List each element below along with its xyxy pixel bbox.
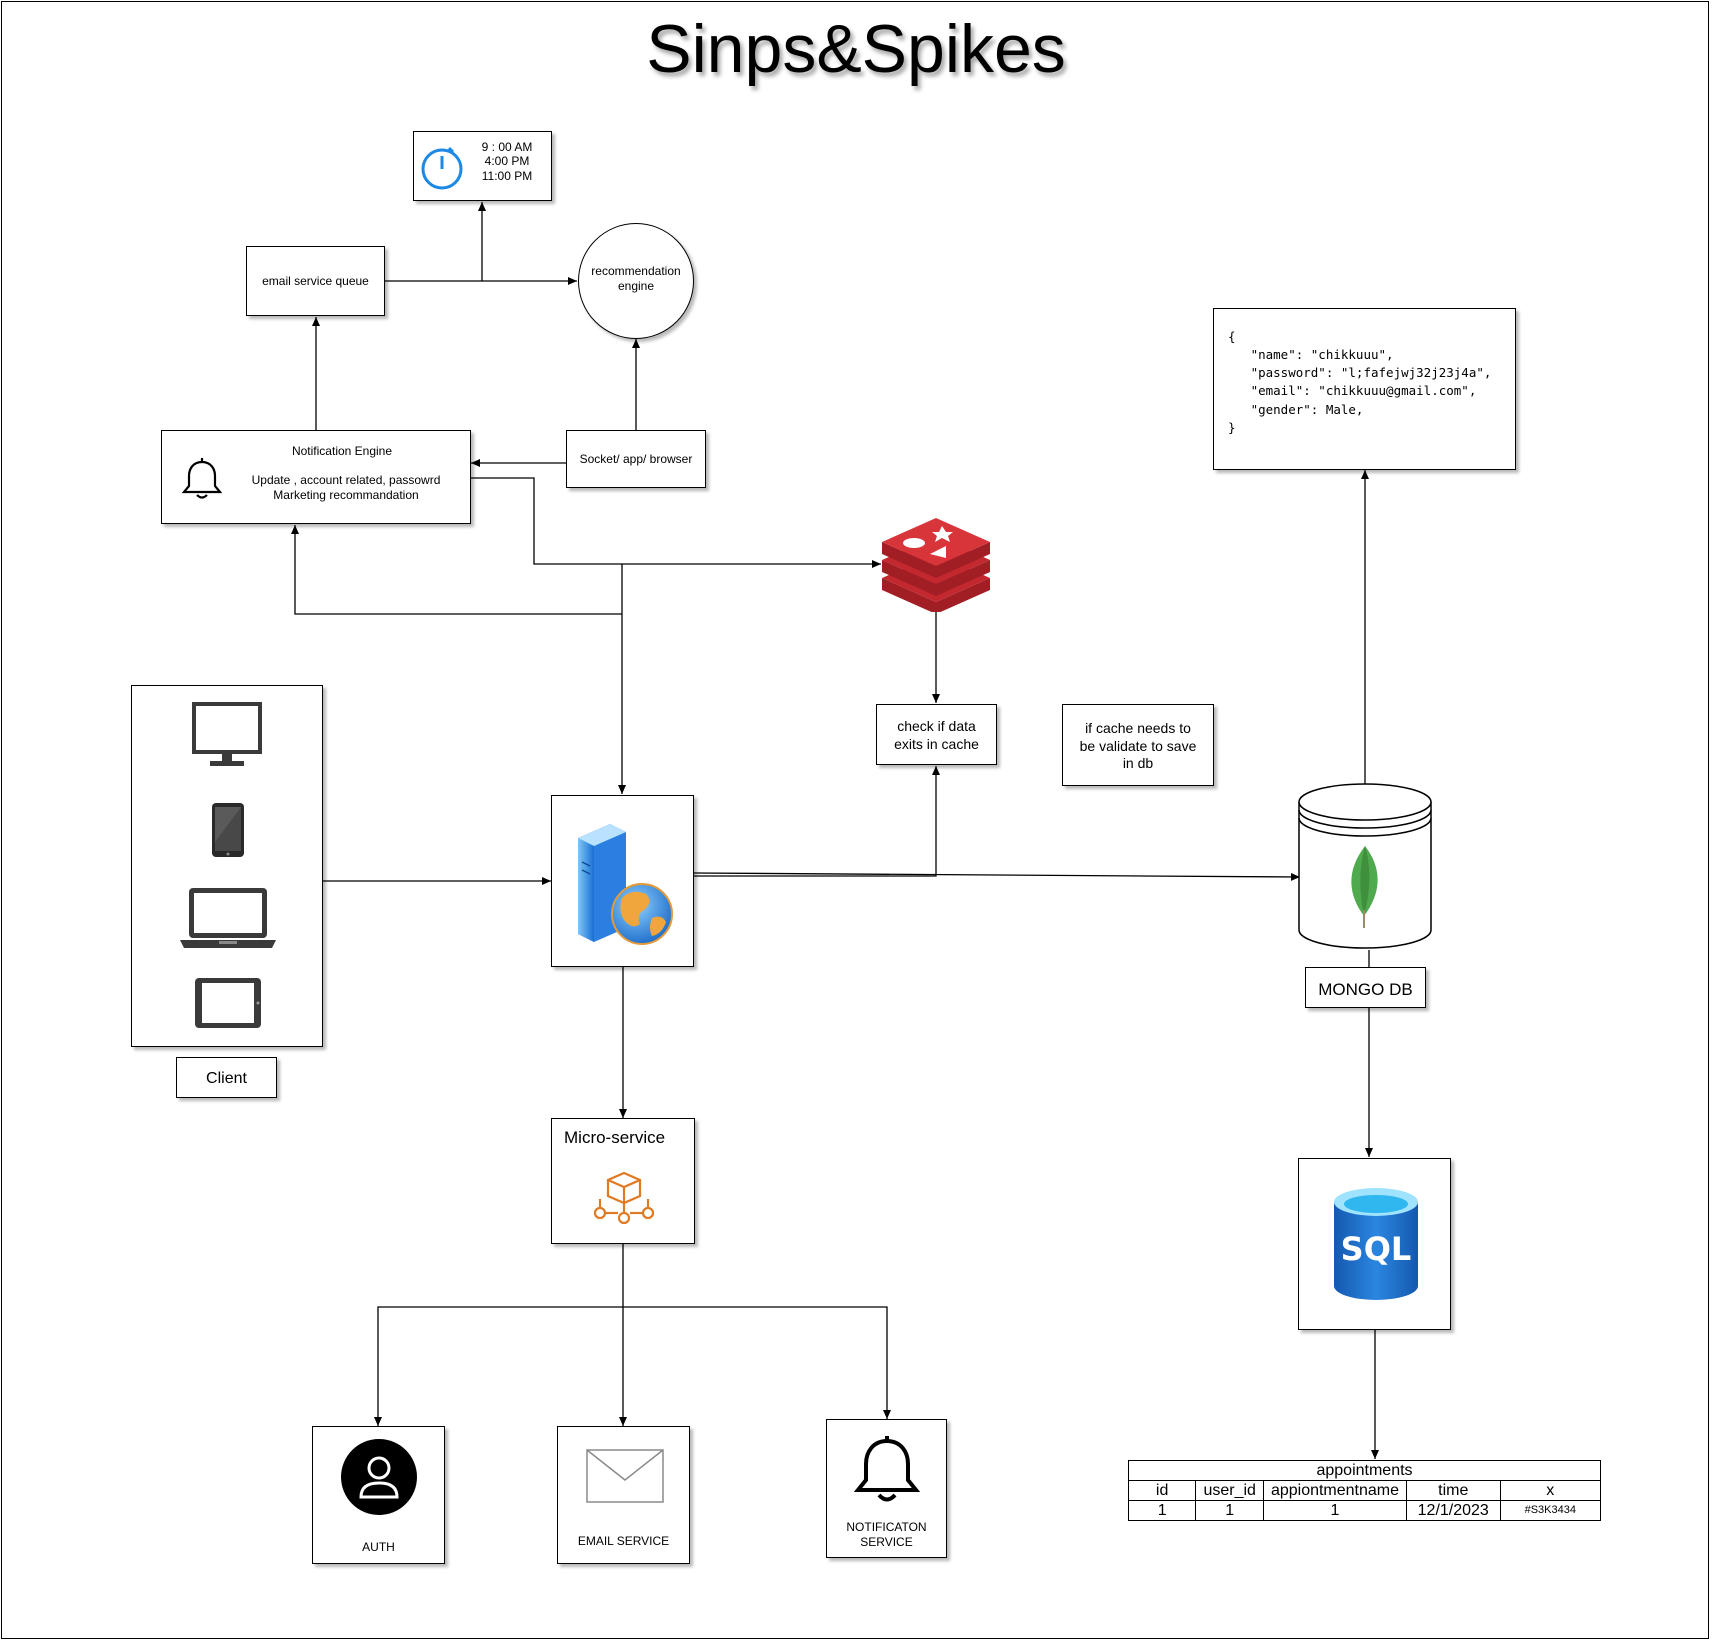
notification-engine-box: Notification Engine Update , account rel…: [161, 430, 471, 524]
mongodb-leaf-icon: [1351, 846, 1378, 928]
table-cell: 1: [1195, 1500, 1265, 1521]
mongo-db-label: MONGO DB: [1318, 980, 1413, 999]
mongo-db-cylinder: [1298, 783, 1432, 949]
microservice-box: Micro-service: [551, 1118, 695, 1244]
monitor-icon: [192, 702, 262, 766]
column-header: time: [1405, 1480, 1501, 1501]
table-cell: #S3K3434: [1499, 1500, 1602, 1521]
cache-validate-note: if cache needs to be validate to save in…: [1062, 704, 1214, 786]
schedule-time-3: 11:00 PM: [481, 169, 533, 183]
auth-service-label: AUTH: [362, 1540, 395, 1554]
user-avatar-icon: [341, 1439, 417, 1515]
arrow-server-to-mongo: [693, 872, 1301, 881]
tablet-icon: [195, 978, 261, 1028]
column-header: appiontmentname: [1263, 1480, 1407, 1501]
arrow-server-to-cache-check: [694, 766, 940, 877]
column-header: user_id: [1195, 1480, 1265, 1501]
cache-check-label: check if data exits in cache: [894, 718, 979, 752]
cache-check-box: check if data exits in cache: [876, 704, 997, 765]
table-cell: 1: [1127, 1500, 1197, 1521]
arrow-to-notification-service: [623, 1306, 891, 1419]
arrow-junction-to-notification: [291, 525, 622, 615]
client-label: Client: [206, 1070, 247, 1087]
web-server-icon: [578, 824, 673, 945]
web-server-box: [551, 795, 694, 967]
microservice-icon: [593, 1171, 655, 1225]
schedule-box: 9 : 00 AM 4:00 PM 11:00 PM: [413, 131, 552, 201]
schedule-time-1: 9 : 00 AM: [481, 140, 533, 154]
schedule-time-2: 4:00 PM: [484, 154, 530, 168]
table-cell: 12/1/2023: [1405, 1500, 1501, 1521]
diagram-title: Sinps&Spikes: [646, 11, 1066, 87]
table-row: 1 1 1 12/1/2023 #S3K3434: [1127, 1500, 1602, 1521]
arrow-to-auth: [374, 1306, 623, 1426]
microservice-label: Micro-service: [564, 1128, 666, 1147]
column-header: x: [1499, 1480, 1602, 1501]
appointments-table-title: appointments: [1128, 1460, 1601, 1481]
notification-engine-title: Notification Engine: [291, 444, 393, 458]
bell-icon: [181, 458, 223, 499]
arrow-notification-to-redis: [471, 477, 881, 568]
client-devices-box: [131, 685, 323, 1047]
phone-icon: [212, 803, 244, 857]
redis-icon: [882, 518, 990, 612]
bell-icon: [853, 1436, 921, 1502]
email-service-box: EMAIL SERVICE: [557, 1426, 690, 1564]
notification-service-label: NOTIFICATON SERVICE: [846, 1520, 927, 1549]
notification-engine-body: Update , account related, passowrd Marke…: [251, 473, 441, 502]
sql-database-icon: SQL: [1334, 1188, 1418, 1300]
table-cell: 1: [1263, 1500, 1407, 1521]
envelope-icon: [586, 1449, 664, 1503]
auth-service-box: AUTH: [312, 1426, 445, 1564]
recommendation-engine-node: recommendation engine: [578, 223, 694, 339]
json-document-box: { "name": "chikkuuu", "password": "l;faf…: [1213, 308, 1516, 470]
socket-app-browser-box: Socket/ app/ browser: [566, 430, 706, 488]
email-service-label: EMAIL SERVICE: [577, 1534, 670, 1548]
email-service-queue-label: email service queue: [262, 274, 369, 288]
recommendation-engine-label: recommendation engine: [591, 264, 681, 293]
email-service-queue-box: email service queue: [246, 246, 385, 316]
laptop-icon: [180, 888, 276, 948]
cache-validate-label: if cache needs to be validate to save in…: [1079, 720, 1197, 771]
table-header-row: id user_id appiontmentname time x: [1127, 1480, 1602, 1501]
client-label-box: Client: [176, 1057, 277, 1098]
sql-label: SQL: [1341, 1230, 1412, 1268]
mongo-db-label-box: MONGO DB: [1305, 967, 1426, 1008]
appointments-table: appointments id user_id appiontmentname …: [1127, 1460, 1602, 1521]
sql-database-box: SQL: [1298, 1158, 1451, 1330]
clock-icon: [421, 146, 463, 190]
column-header: id: [1127, 1480, 1197, 1501]
notification-service-box: NOTIFICATON SERVICE: [826, 1419, 947, 1558]
socket-app-browser-label: Socket/ app/ browser: [579, 452, 693, 466]
json-document-text: { "name": "chikkuuu", "password": "l;faf…: [1228, 329, 1492, 435]
